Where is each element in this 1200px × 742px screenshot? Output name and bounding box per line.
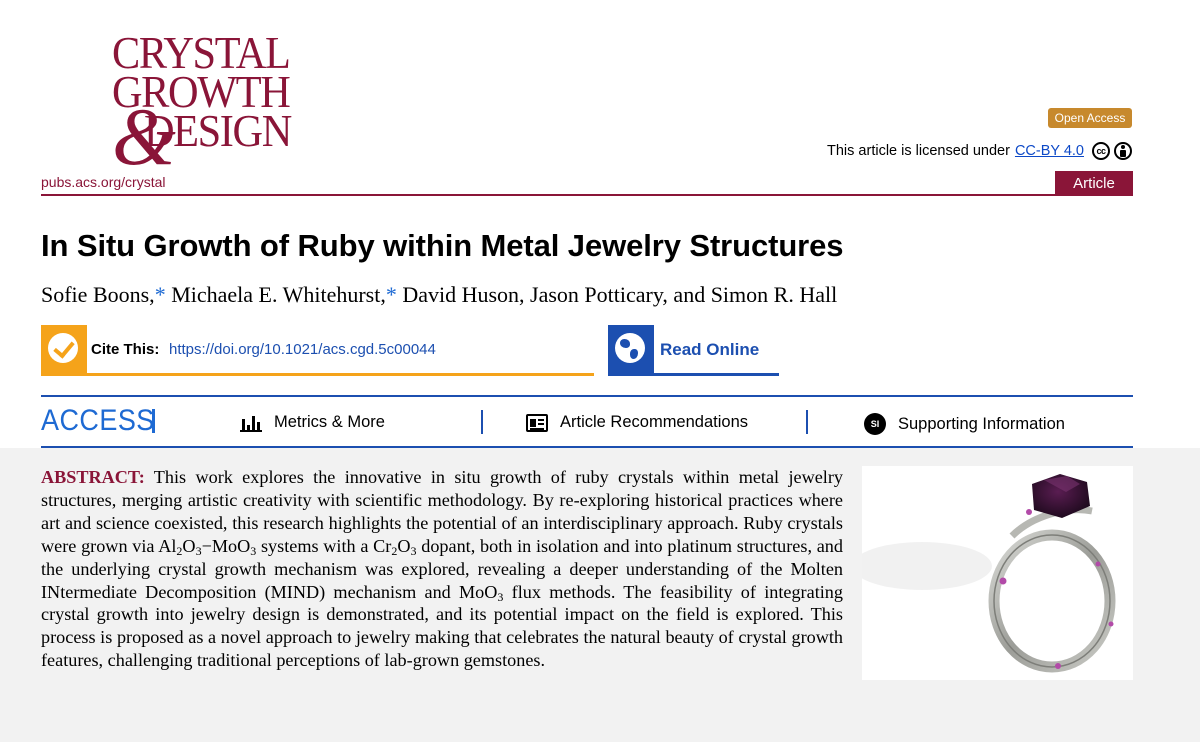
read-online-label: Read Online [660,340,760,359]
tab-supporting-label: Supporting Information [898,414,1065,433]
cite-this-box[interactable]: Cite This: https://doi.org/10.1021/acs.c… [41,325,594,376]
graphical-abstract-ring-image [862,466,1133,680]
checkmark-icon [41,325,87,373]
newspaper-icon [526,413,548,432]
doi-link[interactable]: https://doi.org/10.1021/acs.cgd.5c00044 [169,341,436,358]
cc-icon: cc [1092,142,1110,160]
tab-metrics-more[interactable]: Metrics & More [240,413,385,432]
logo-line-growth: GROWTH [112,66,291,117]
header-divider [41,194,1133,196]
ruby-ring-illustration [862,474,1116,673]
logo-line-design: DESIGN [144,105,292,156]
tab-article-recommendations[interactable]: Article Recommendations [526,413,748,432]
access-bar-top-rule [41,395,1133,397]
tab-supporting-information[interactable]: SI Supporting Information [864,413,1065,435]
journal-logo: CRYSTAL GROWTH & DESIGN [112,27,337,178]
tab-metrics-label: Metrics & More [274,413,385,431]
corresponding-author-star[interactable]: * [154,282,166,307]
si-icon: SI [864,413,886,435]
tab-separator [481,410,483,434]
cite-label: Cite This: [91,341,160,358]
abstract-text: ABSTRACT: This work explores the innovat… [41,467,843,671]
logo-line-crystal: CRYSTAL [112,27,291,78]
bar-chart-icon [240,414,262,432]
journal-url[interactable]: pubs.acs.org/crystal [41,174,166,190]
logo-ampersand: & [112,91,176,182]
corresponding-author-star[interactable]: * [385,282,397,307]
access-label: ACCESS [41,404,155,437]
tab-separator [806,410,808,434]
article-title: In Situ Growth of Ruby within Metal Jewe… [41,228,844,263]
license-line: This article is licensed under CC-BY 4.0… [827,139,1132,163]
open-access-badge: Open Access [1048,108,1132,128]
article-type-tag: Article [1055,171,1133,196]
license-link[interactable]: CC-BY 4.0 [1014,143,1084,159]
license-text: This article is licensed under [827,143,1010,159]
author-boons[interactable]: Sofie Boons, [41,282,155,307]
tab-recommendations-label: Article Recommendations [560,413,748,431]
author-whitehurst[interactable]: Michaela E. Whitehurst, [171,282,386,307]
author-others: David Huson, Jason Potticary, and Simon … [402,282,838,307]
access-bar-marker [152,409,155,433]
by-icon [1114,142,1132,160]
access-bar-bottom-rule [41,446,1133,448]
author-list: Sofie Boons,* Michaela E. Whitehurst,* D… [41,282,837,308]
abstract-label: ABSTRACT: [41,467,145,487]
read-online-button[interactable]: Read Online [608,325,779,376]
globe-icon [608,325,654,373]
